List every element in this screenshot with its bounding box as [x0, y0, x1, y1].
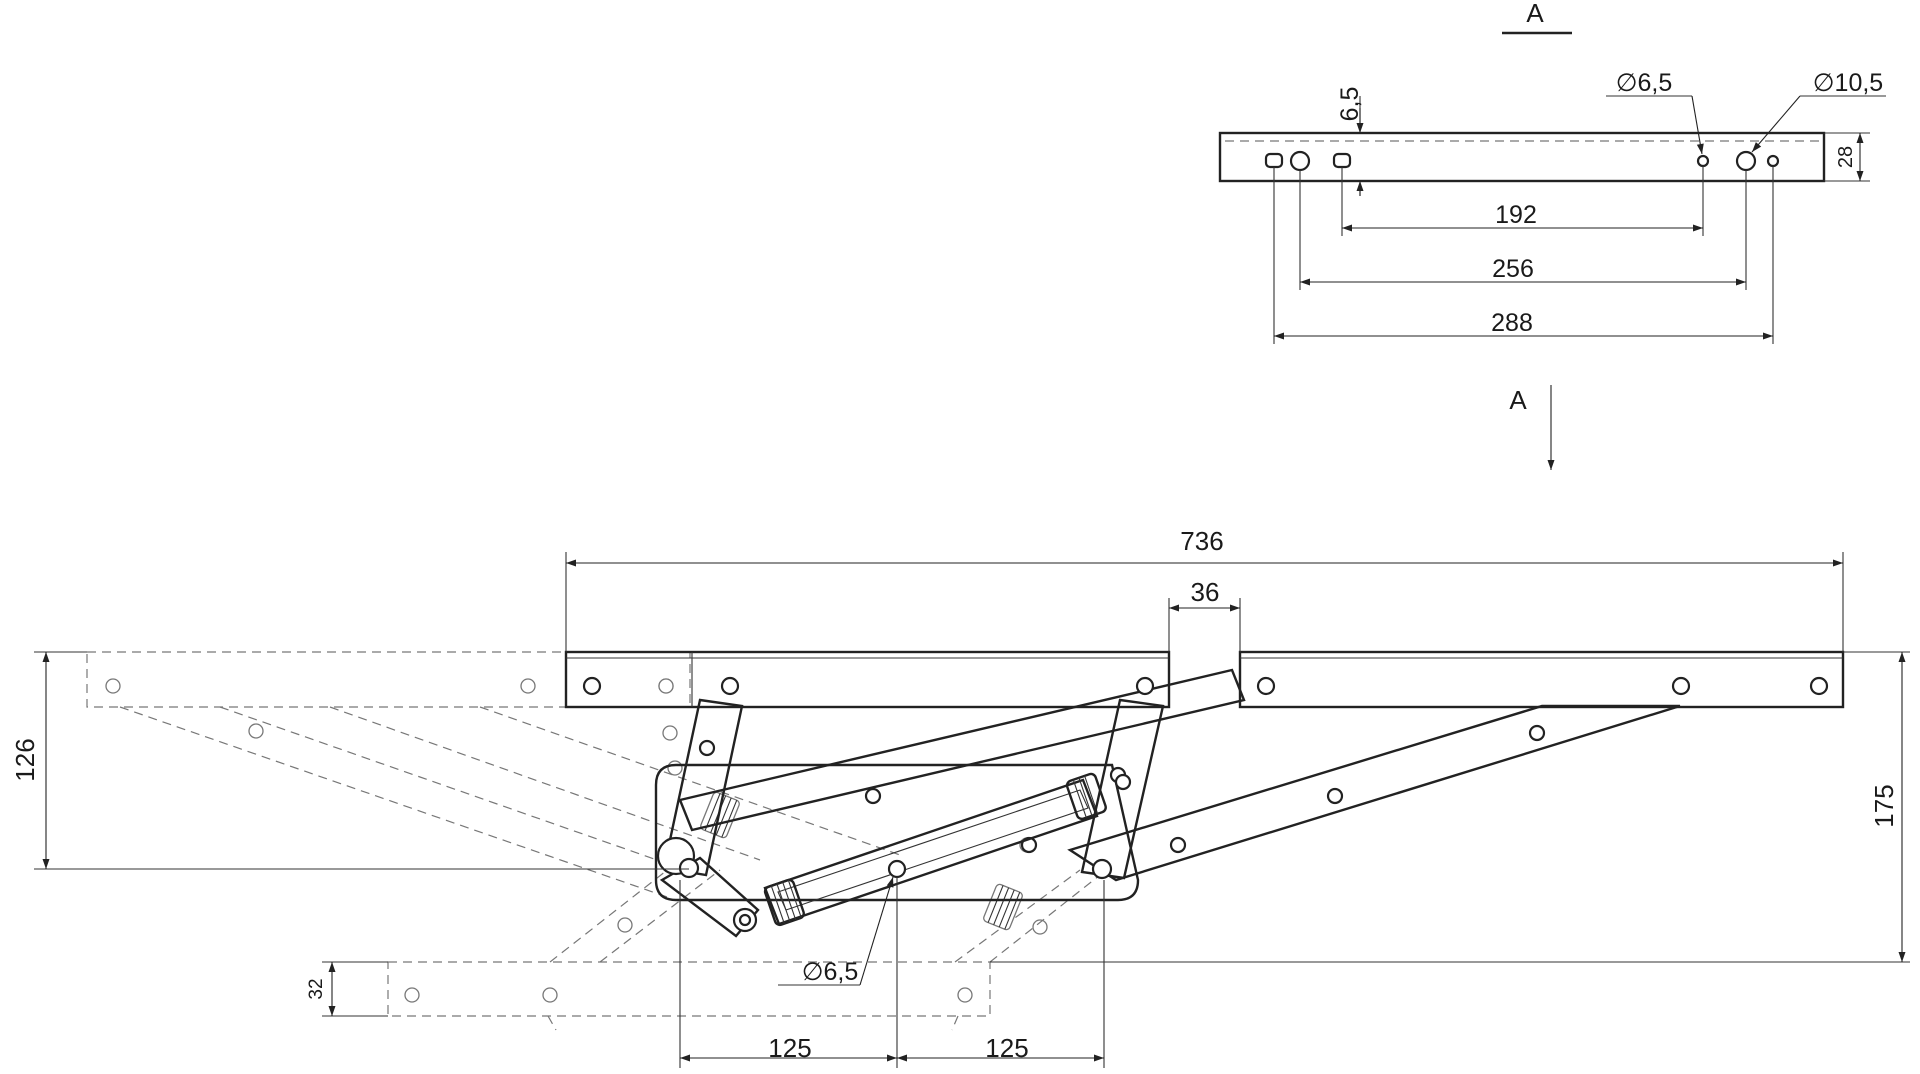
pivot-right [1091, 858, 1113, 880]
slot-hole-center [1332, 152, 1352, 169]
dim-36: 36 [1191, 577, 1220, 607]
view-arrow-label: A [1509, 385, 1527, 415]
slot-hole-left [1264, 152, 1284, 169]
top-view: A 192 256 288 28 [1218, 0, 1886, 470]
dim-thickness-6-5: 6,5 [1336, 87, 1364, 122]
hole-small-right [1766, 154, 1780, 168]
dim-175: 175 [1869, 784, 1899, 827]
dim-28: 28 [1835, 146, 1857, 168]
ghost-cylinder-right [983, 883, 1023, 931]
view-label-top: A [1526, 0, 1544, 28]
gas-spring [763, 772, 1107, 927]
dim-256: 256 [1492, 255, 1534, 283]
hole-large-right [1735, 150, 1757, 172]
side-view: 736 36 126 175 32 125 125 ∅6,5 [10, 526, 1910, 1068]
ghost-upper-rail [86, 651, 691, 708]
dim-126: 126 [10, 738, 40, 781]
dim-hole-6-5: ∅6,5 [1616, 69, 1673, 97]
top-bar-outline [1218, 131, 1826, 183]
right-short-link [1080, 698, 1165, 880]
dim-hole-10-5: ∅10,5 [1813, 69, 1883, 97]
dim-125-left: 125 [768, 1033, 811, 1063]
base-plate [654, 763, 1140, 902]
upper-link-arm [678, 668, 1246, 832]
dim-pivot-hole-6-5: ∅6,5 [802, 958, 859, 986]
dim-192: 192 [1495, 201, 1537, 229]
ghost-lower-rail [387, 961, 991, 1017]
pivot-left [678, 857, 700, 879]
upper-rail-left [564, 650, 1171, 709]
upper-rail-right [1238, 650, 1845, 709]
pivot-center [887, 859, 907, 879]
dim-288: 288 [1491, 309, 1533, 337]
ghost-positions [86, 651, 1101, 1031]
right-link-arm [1067, 704, 1681, 882]
left-short-link [662, 698, 744, 877]
hole-large-left [1289, 150, 1311, 172]
dim-32: 32 [306, 978, 327, 999]
dim-736: 736 [1180, 526, 1223, 556]
hole-small [1696, 154, 1710, 168]
gas-spring-body [763, 778, 1099, 926]
dim-125-right: 125 [985, 1033, 1028, 1063]
